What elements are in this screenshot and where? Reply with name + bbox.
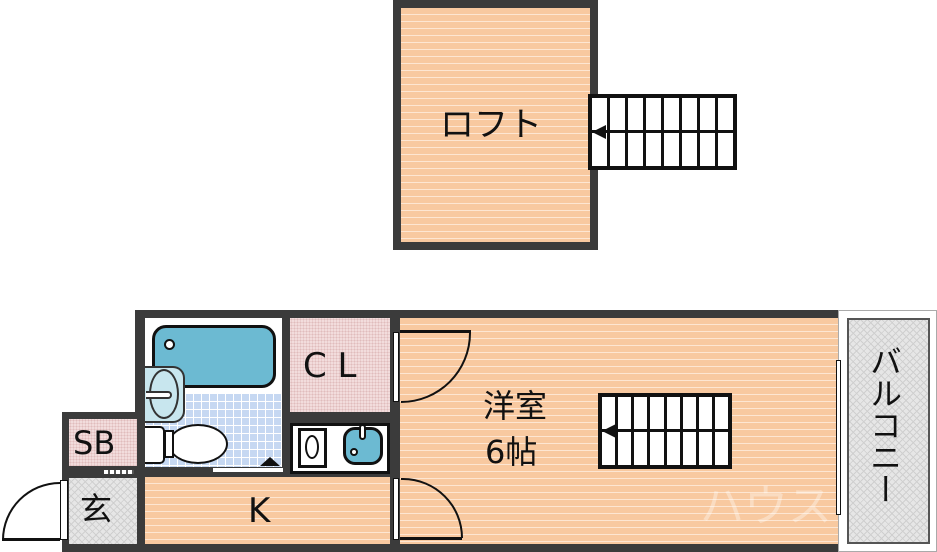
bathroom-sliding-door[interactable] (213, 468, 283, 472)
entrance-door[interactable] (2, 482, 60, 540)
balcony-floor (847, 318, 930, 544)
closet-floor (290, 318, 390, 412)
bathtub-icon (152, 325, 276, 388)
closet-door-jamb (393, 332, 399, 402)
room-stairs-arrow-icon (602, 424, 616, 438)
closet-door-leaf (400, 330, 470, 333)
entrance-door-jamb (60, 480, 68, 540)
balcony-window[interactable] (836, 360, 841, 515)
western-room-label: 洋室 (483, 387, 548, 425)
washbasin-faucet-icon (146, 391, 172, 399)
kitchen-floor (145, 477, 390, 544)
shoebox-door[interactable] (104, 470, 134, 474)
room-entry-door-leaf (400, 537, 462, 540)
bathroom-door-marker-icon (260, 457, 280, 466)
shoebox-label: SB (73, 424, 116, 462)
entrance-label: 玄 (80, 490, 113, 528)
stove-burner-icon (305, 435, 319, 459)
sink-drain-icon (350, 448, 358, 456)
bathtub-drain-icon (164, 339, 175, 350)
room-stairs-arrow-line (602, 429, 729, 432)
kitchen-label: K (248, 491, 271, 531)
loft-label: ロフト (440, 105, 542, 145)
entrance-door-leaf (2, 538, 60, 541)
sink-faucet-icon (359, 424, 366, 440)
loft-stairs-arrow-line (592, 130, 734, 133)
toilet-tank-icon (145, 426, 165, 464)
shoebox-floor (69, 419, 137, 466)
entrance-floor (69, 478, 137, 544)
western-room-size: 6帖 (485, 433, 538, 471)
balcony-label: バルコニー (865, 345, 903, 505)
closet-label: C L (303, 346, 357, 386)
toilet-neck-icon (164, 430, 174, 458)
toilet-seat-icon (168, 424, 228, 464)
loft-stairs-arrow-icon (592, 125, 606, 139)
loft-floor (401, 8, 590, 242)
kitchen-door-jamb (393, 478, 399, 540)
watermark-text: ハウス (700, 481, 832, 532)
